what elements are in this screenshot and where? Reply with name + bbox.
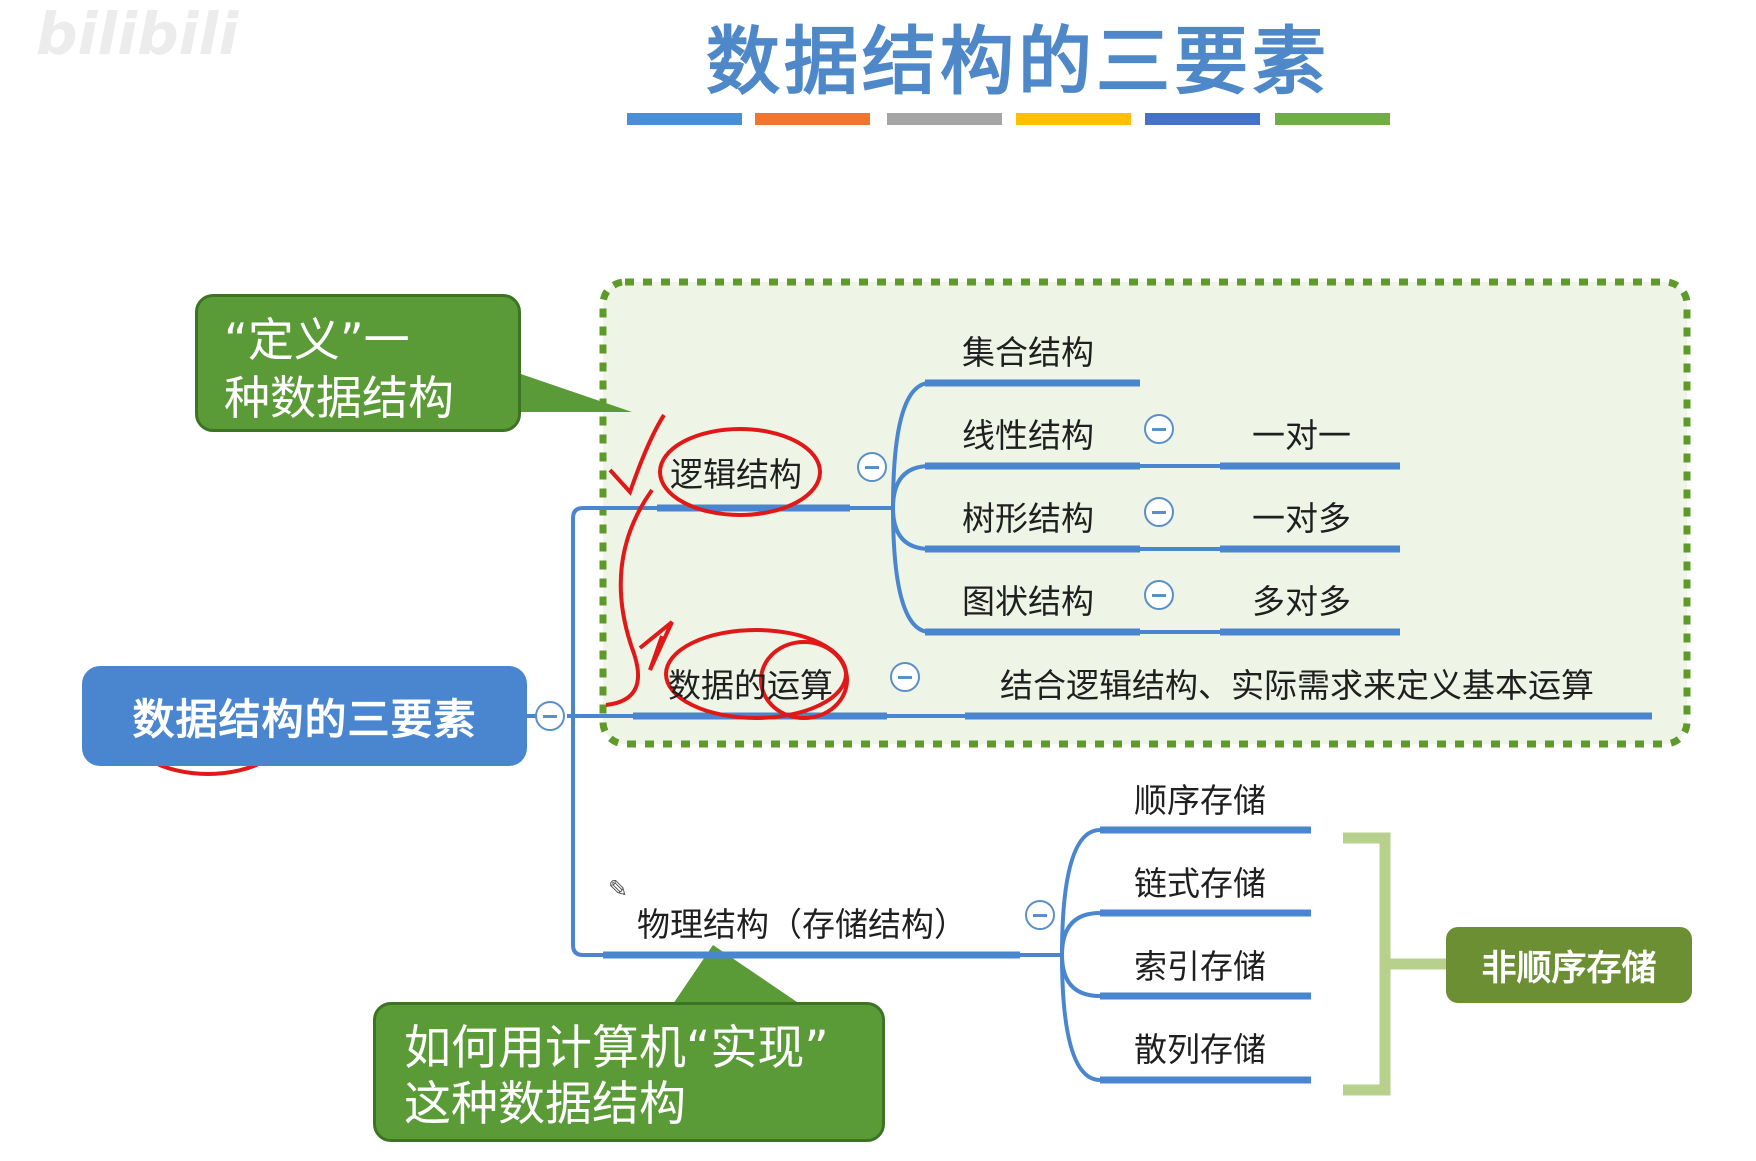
page-title: 数据结构的三要素 [0,2,1756,109]
callout-define-line1: “定义”一 [224,313,410,367]
physical-collapse-button[interactable] [1025,900,1055,930]
non-sequential-storage-text: 非顺序存储 [1481,948,1657,989]
relation-one-to-many[interactable]: 一对多 [1252,499,1351,538]
set-structure-node[interactable]: 集合结构 [962,333,1094,372]
callout-define-tail [515,372,632,412]
non-sequential-storage-label: 非顺序存储 [1446,927,1692,1003]
linear-structure-node[interactable]: 线性结构 [962,416,1094,455]
graph-structure-node[interactable]: 图状结构 [962,582,1094,621]
root-label: 数据结构的三要素 [132,694,477,744]
logic-structure-node[interactable]: 逻辑结构 [670,455,802,494]
linked-storage-node[interactable]: 链式存储 [1134,864,1266,903]
color-bar-segment [627,113,742,125]
tree-collapse-button[interactable] [1144,497,1174,527]
color-bar-segment [887,113,1002,125]
physical-structure-node[interactable]: 物理结构（存储结构） [637,905,967,944]
red-check [608,413,666,496]
logic-collapse-button[interactable] [857,452,887,482]
bilibili-watermark: bilibili [36,0,239,68]
operation-collapse-button[interactable] [890,662,920,692]
relation-many-to-many[interactable]: 多对多 [1252,582,1351,621]
tree-structure-node[interactable]: 树形结构 [962,499,1094,538]
color-bar-segment [1145,113,1260,125]
red-connector [605,488,654,707]
nonseq-bracket [1343,832,1391,1096]
page-title-text: 数据结构的三要素 [706,19,1330,105]
color-bar-segment [1275,113,1390,125]
root-collapse-button[interactable] [535,701,565,731]
operation-detail-node[interactable]: 结合逻辑结构、实际需求来定义基本运算 [1000,666,1594,705]
callout-define: “定义”一 种数据结构 [195,294,521,432]
callout-define-line2: 种数据结构 [224,371,454,425]
graph-collapse-button[interactable] [1144,580,1174,610]
color-bar-segment [1016,113,1131,125]
callout-impl-line2: 这种数据结构 [404,1077,686,1132]
color-bar-segment [755,113,870,125]
index-storage-node[interactable]: 索引存储 [1134,947,1266,986]
callout-impl-line1: 如何用计算机“实现” [404,1021,829,1076]
sequential-storage-node[interactable]: 顺序存储 [1134,781,1266,820]
root-node[interactable]: 数据结构的三要素 [82,666,527,766]
callout-implement: 如何用计算机“实现” 这种数据结构 [373,1002,885,1142]
hash-storage-node[interactable]: 散列存储 [1134,1030,1266,1069]
data-operation-node[interactable]: 数据的运算 [668,666,833,705]
callout-impl-tail [673,945,800,1004]
pencil-icon: ✎ [608,875,629,903]
linear-collapse-button[interactable] [1144,414,1174,444]
relation-one-to-one[interactable]: 一对一 [1252,416,1351,455]
red-circle-logic [658,427,822,517]
